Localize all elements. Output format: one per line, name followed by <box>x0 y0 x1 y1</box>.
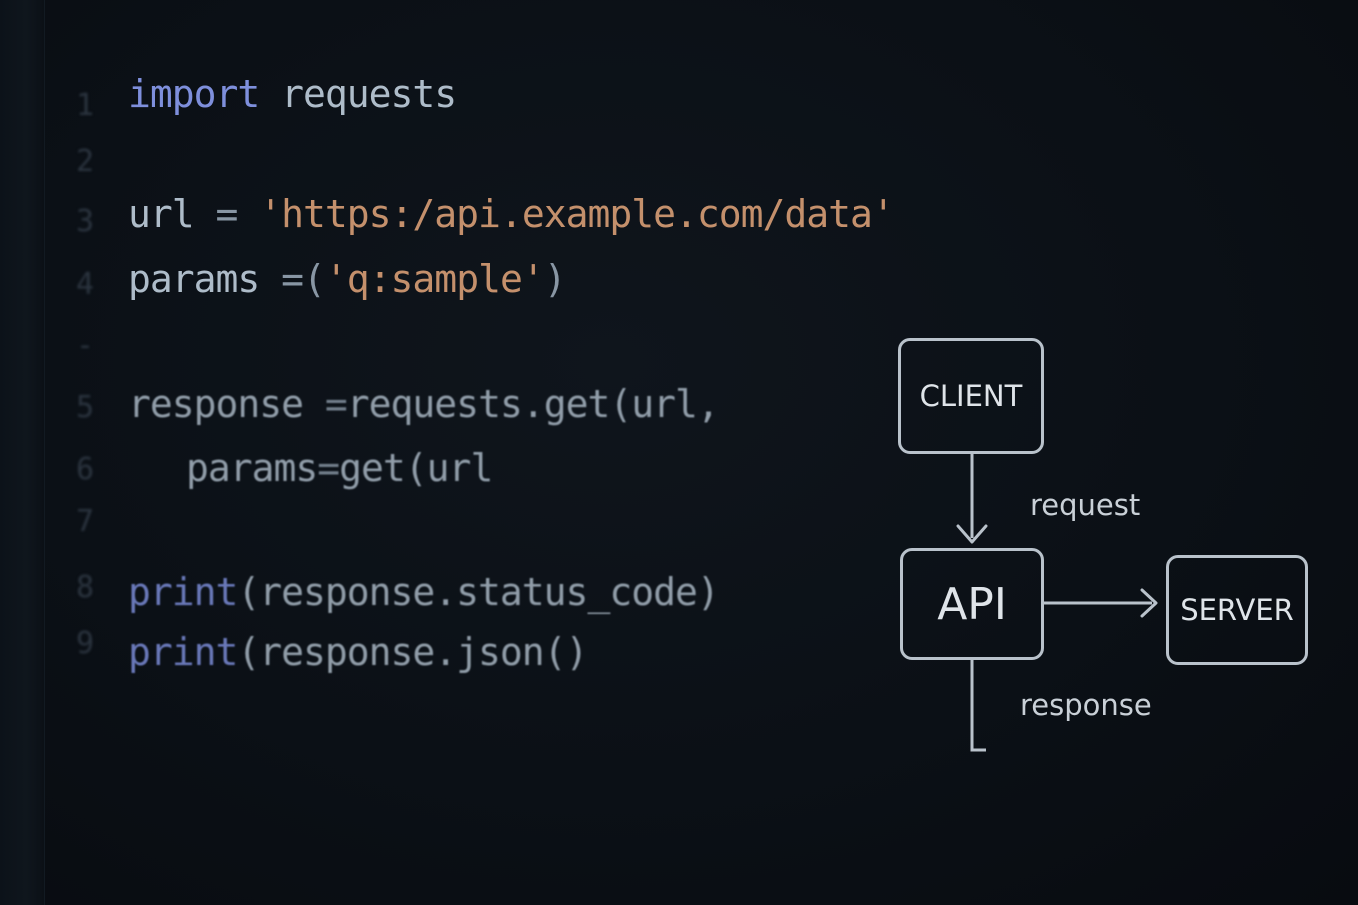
line-number: 5 <box>76 390 95 425</box>
code-text: url = 'https:/api.example.com/data' <box>128 192 895 236</box>
operator-token: =( <box>259 257 326 301</box>
code-line: 8 print(response.status_code) <box>0 570 720 620</box>
line-number: 3 <box>76 204 95 239</box>
client-node: CLIENT <box>898 338 1044 454</box>
operator-token: ) <box>543 257 567 301</box>
server-node-label: SERVER <box>1180 593 1294 627</box>
code-text: print(response.status_code) <box>128 570 720 614</box>
function-token: print <box>128 630 238 674</box>
function-token: print <box>128 570 238 614</box>
code-line: 1 import requests <box>0 72 457 123</box>
client-node-label: CLIENT <box>919 379 1023 413</box>
request-label: request <box>1030 488 1141 522</box>
string-token: 'https:/api.example.com/data' <box>259 192 894 236</box>
request-arrow-head <box>956 524 988 544</box>
identifier-token: params <box>128 257 260 301</box>
identifier-token: (response.status_code) <box>237 570 719 614</box>
line-number: 2 <box>76 144 95 179</box>
line-number: - <box>76 328 95 363</box>
line-number: 6 <box>76 452 95 487</box>
string-token: 'q:sample' <box>324 257 545 301</box>
code-line: - <box>0 328 94 378</box>
identifier-token: params <box>186 446 318 490</box>
code-line: 7 <box>0 500 94 550</box>
code-line: 5 response =requests.get(url, <box>0 382 720 432</box>
diagram-connectors <box>956 454 1158 752</box>
operator-token: = <box>303 382 348 426</box>
server-node: SERVER <box>1166 555 1308 665</box>
code-line: 6 params=get(url <box>0 446 493 496</box>
code-text: params =('q:sample') <box>128 257 567 301</box>
code-text: response =requests.get(url, <box>128 382 720 426</box>
line-number: 9 <box>76 626 95 661</box>
identifier-token: requests <box>259 72 457 116</box>
operator-token: = <box>317 446 340 490</box>
code-line: 3 url = 'https:/api.example.com/data' <box>0 192 895 242</box>
code-text: import requests <box>128 72 457 116</box>
code-line: 9 print(response.json() <box>0 626 588 680</box>
identifier-token: response <box>128 382 304 426</box>
identifier-token: url <box>128 192 195 236</box>
api-node-label: API <box>937 578 1007 630</box>
response-line <box>970 660 986 752</box>
api-node: API <box>900 548 1044 660</box>
server-arrow-head <box>1140 588 1158 618</box>
line-number: 1 <box>76 88 95 123</box>
code-text: print(response.json() <box>128 630 588 674</box>
response-label: response <box>1020 688 1152 722</box>
api-flow-diagram: CLIENT request API SERVER response <box>880 320 1340 780</box>
identifier-token: (response.json() <box>237 630 588 674</box>
identifier-token: get(url <box>339 446 493 490</box>
code-text: params=get(url <box>186 446 493 490</box>
line-number: 8 <box>76 570 95 605</box>
code-editor[interactable]: 1 import requests 2 3 url = 'https:/api.… <box>0 0 895 905</box>
code-line: 4 params =('q:sample') <box>0 257 567 307</box>
line-number: 7 <box>76 504 95 539</box>
code-line: 2 <box>0 140 94 190</box>
editor-gutter-edge <box>0 0 45 905</box>
operator-token: = <box>193 192 260 236</box>
keyword-token: import <box>128 72 260 116</box>
line-number: 4 <box>76 267 95 302</box>
identifier-token: requests.get(url, <box>346 382 720 426</box>
